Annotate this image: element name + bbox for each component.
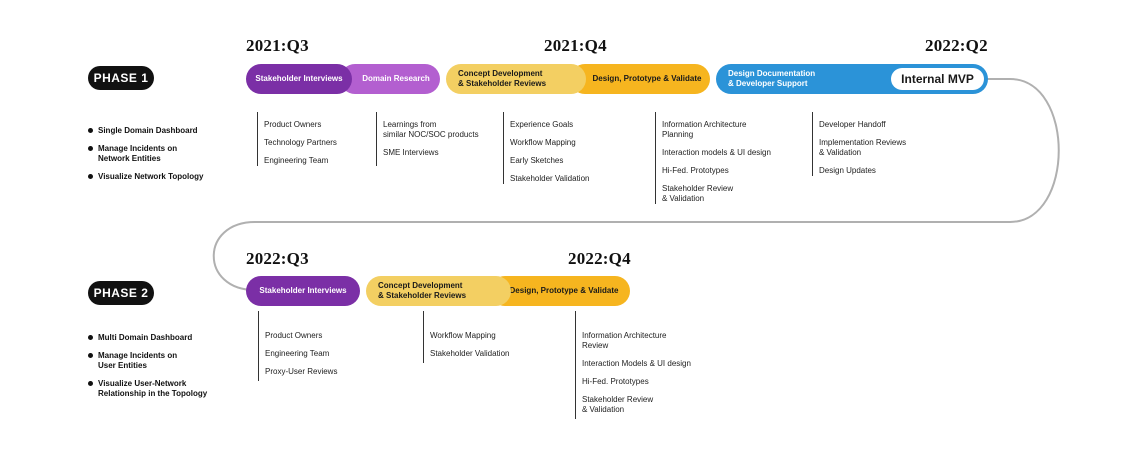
activity-item: Hi-Fed. Prototypes <box>582 377 649 386</box>
year-label-mid: 2021:Q4 <box>544 36 607 55</box>
activity-item: Engineering Team <box>265 349 330 358</box>
activities-design-prototype: Information Architecture Review Interact… <box>575 311 705 419</box>
activity-item: Implementation Reviews & Validation <box>819 138 907 157</box>
activity-item: Workflow Mapping <box>510 138 576 147</box>
phase-1-badge: PHASE 1 <box>88 66 154 90</box>
activities-stakeholder-interviews: Product Owners Technology Partners Engin… <box>257 112 367 166</box>
activity-item: Information Architecture Review <box>582 331 667 350</box>
pill-stakeholder-interviews: Stakeholder Interviews <box>246 64 352 94</box>
activities-design-documentation: Developer Handoff Implementation Reviews… <box>812 112 932 176</box>
pill-label: Design, Prototype & Validate <box>509 286 619 295</box>
activity-item: Technology Partners <box>264 138 337 147</box>
goal-item: Manage Incidents on User Entities <box>88 351 238 371</box>
year-label-mid: 2022:Q4 <box>568 249 631 268</box>
phase-2-goals: Multi Domain Dashboard Manage Incidents … <box>88 333 238 407</box>
goal-item: Manage Incidents on Network Entities <box>88 144 228 164</box>
activity-item: Stakeholder Validation <box>510 174 590 183</box>
pill-label: Domain Research <box>362 74 430 83</box>
pill-design-prototype: Design, Prototype & Validate <box>570 64 710 94</box>
activity-item: Stakeholder Validation <box>430 349 510 358</box>
activity-item: Hi-Fed. Prototypes <box>662 166 729 175</box>
pill-design-prototype: Design, Prototype & Validate <box>490 276 630 306</box>
year-label-start: 2022:Q3 <box>246 249 309 268</box>
activity-item: SME Interviews <box>383 148 439 157</box>
pill-label: Design Documentation & Developer Support <box>728 69 816 88</box>
activity-item: Workflow Mapping <box>430 331 496 340</box>
activity-item: Product Owners <box>264 120 322 129</box>
goal-item: Multi Domain Dashboard <box>88 333 238 343</box>
internal-mvp-badge: Internal MVP <box>891 68 984 90</box>
activities-concept-development: Workflow Mapping Stakeholder Validation <box>423 311 533 363</box>
activities-stakeholder-interviews: Product Owners Engineering Team Proxy-Us… <box>258 311 368 381</box>
activity-item: Experience Goals <box>510 120 574 129</box>
activities-concept-development: Experience Goals Workflow Mapping Early … <box>503 112 613 184</box>
goal-item: Single Domain Dashboard <box>88 126 228 136</box>
activity-item: Product Owners <box>265 331 323 340</box>
activities-design-prototype: Information Architecture Planning Intera… <box>655 112 785 204</box>
activity-item: Stakeholder Review & Validation <box>662 184 734 203</box>
pill-concept-development: Concept Development & Stakeholder Review… <box>366 276 511 306</box>
activity-item: Developer Handoff <box>819 120 886 129</box>
pill-domain-research: Domain Research <box>340 64 440 94</box>
pill-stakeholder-interviews: Stakeholder Interviews <box>246 276 360 306</box>
year-label-start: 2021:Q3 <box>246 36 309 55</box>
activities-domain-research: Learnings from similar NOC/SOC products … <box>376 112 491 166</box>
phase-1-goals: Single Domain Dashboard Manage Incidents… <box>88 126 228 190</box>
activity-item: Design Updates <box>819 166 876 175</box>
phase-2-badge: PHASE 2 <box>88 281 154 305</box>
year-label-end: 2022:Q2 <box>925 36 988 55</box>
activity-item: Interaction models & UI design <box>662 148 771 157</box>
pill-label: Design, Prototype & Validate <box>592 74 702 83</box>
goal-item: Visualize User-Network Relationship in t… <box>88 379 238 399</box>
activity-item: Engineering Team <box>264 156 329 165</box>
pill-label: Stakeholder Interviews <box>255 74 343 83</box>
activity-item: Proxy-User Reviews <box>265 367 338 376</box>
activity-item: Stakeholder Review & Validation <box>582 395 654 414</box>
activity-item: Information Architecture Planning <box>662 120 747 139</box>
pill-label: Concept Development & Stakeholder Review… <box>378 281 467 300</box>
pill-label: Stakeholder Interviews <box>259 286 347 295</box>
goal-item: Visualize Network Topology <box>88 172 228 182</box>
activity-item: Early Sketches <box>510 156 564 165</box>
activity-item: Interaction Models & UI design <box>582 359 691 368</box>
pill-label: Concept Development & Stakeholder Review… <box>458 69 547 88</box>
pill-label: Internal MVP <box>901 72 974 86</box>
activity-item: Learnings from similar NOC/SOC products <box>383 120 479 139</box>
pill-concept-development: Concept Development & Stakeholder Review… <box>446 64 586 94</box>
